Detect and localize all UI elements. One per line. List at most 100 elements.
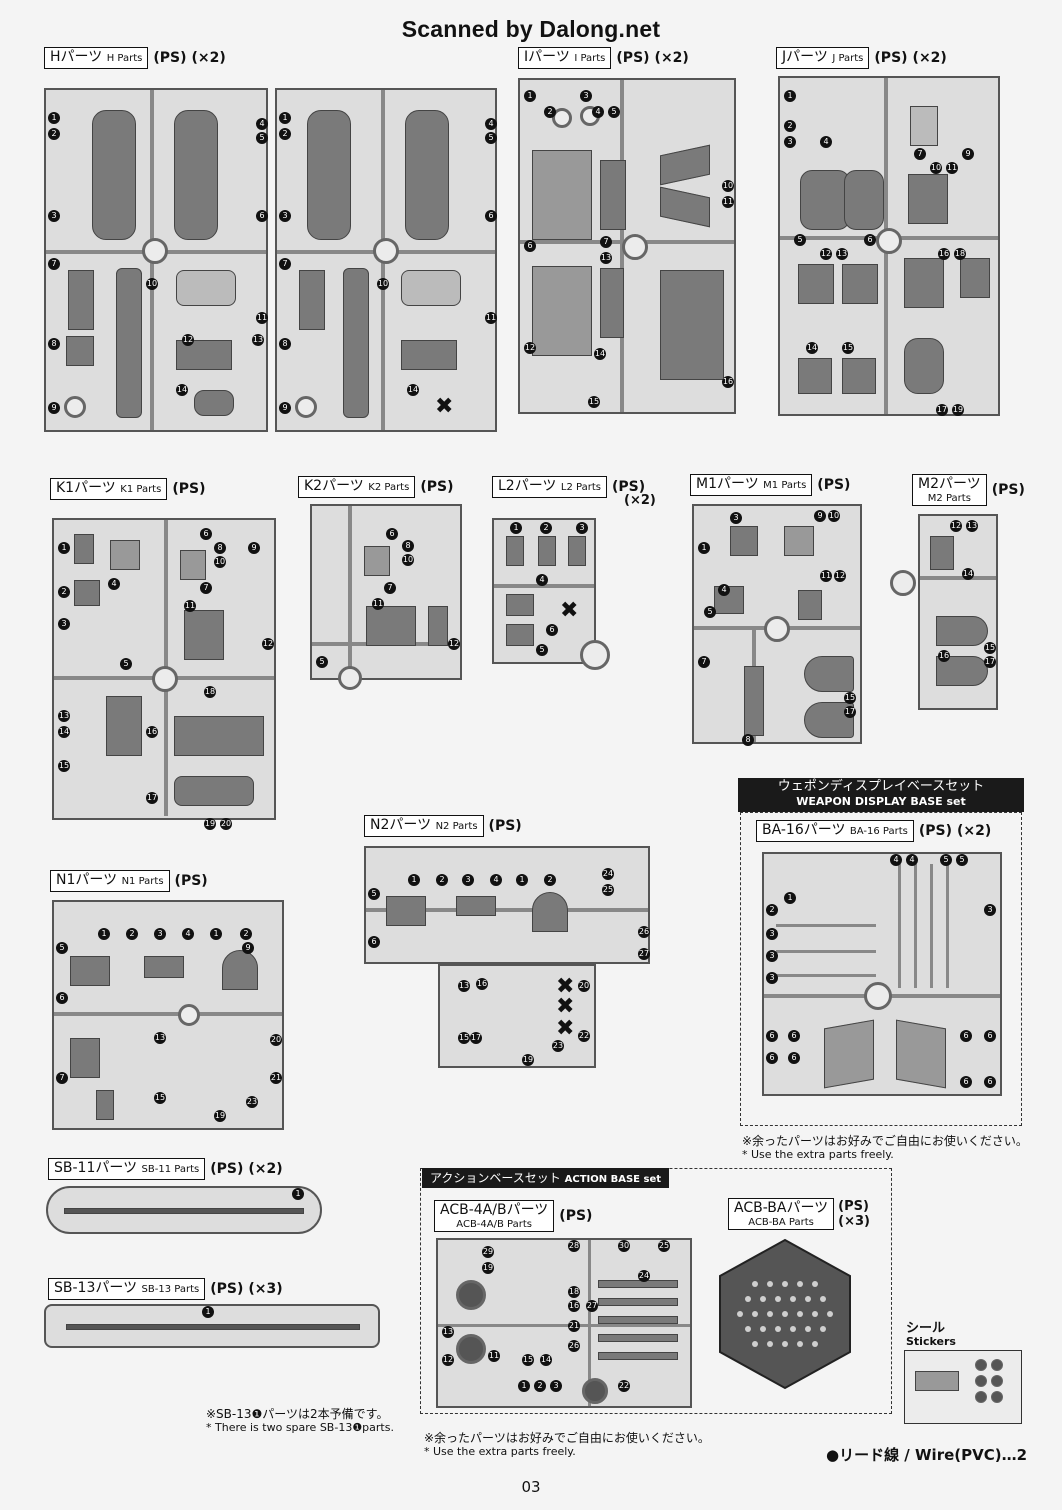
part-number-badge: 3 <box>462 874 474 886</box>
set-label-sb13: SB-13パーツ SB-13 Parts (PS)(×3) <box>48 1278 283 1300</box>
part-number-badge: 21 <box>568 1320 580 1332</box>
set-name-n1: N1パーツ N1 Parts <box>50 870 170 892</box>
part-number-badge: 3 <box>48 210 60 222</box>
runner-part <box>116 268 142 418</box>
set-label-k1: K1パーツ K1 Parts (PS) <box>50 478 205 500</box>
runner-part <box>798 358 832 394</box>
part-number-badge: 18 <box>204 686 216 698</box>
set-name-l2: L2パーツ L2 Parts <box>492 476 607 498</box>
part-number-badge: 2 <box>48 128 60 140</box>
part-number-badge: 1 <box>98 928 110 940</box>
part-number-badge: 3 <box>984 904 996 916</box>
runner-part <box>66 1324 360 1330</box>
part-number-badge: 4 <box>182 928 194 940</box>
part-number-badge: 15 <box>984 642 996 654</box>
runner-ring <box>975 1375 987 1387</box>
part-number-badge: 14 <box>407 384 419 396</box>
cross-mark-icon: ✖ <box>556 974 575 999</box>
part-number-badge: 9 <box>279 402 291 414</box>
part-number-badge: 21 <box>270 1072 282 1084</box>
part-number-badge: 10 <box>377 278 389 290</box>
runner-part <box>842 358 876 394</box>
part-number-badge: 12 <box>524 342 536 354</box>
runner-part <box>598 1316 678 1324</box>
part-number-badge: 12 <box>442 1354 454 1366</box>
runner-part <box>660 186 710 228</box>
part-number-badge: 5 <box>608 106 620 118</box>
part-number-badge: 4 <box>485 118 497 130</box>
part-number-badge: 19 <box>952 404 964 416</box>
part-number-badge: 3 <box>784 136 796 148</box>
runner-part <box>386 896 426 926</box>
runner-part <box>194 390 234 416</box>
part-number-badge: 25 <box>602 884 614 896</box>
part-number-badge: 12 <box>448 638 460 650</box>
runner-part <box>936 616 988 646</box>
part-number-badge: 6 <box>984 1030 996 1042</box>
part-number-badge: 4 <box>890 854 902 866</box>
runner-ring <box>552 108 572 128</box>
runner-part <box>366 606 416 646</box>
part-number-badge: 6 <box>766 1030 778 1042</box>
part-number-badge: 5 <box>794 234 806 246</box>
runner-ring <box>582 1378 608 1404</box>
part-number-badge: 26 <box>568 1340 580 1352</box>
part-number-badge: 7 <box>56 1072 68 1084</box>
runner-ring <box>64 396 86 418</box>
runner-frame-bar <box>776 974 876 977</box>
runner-frame-bar <box>776 950 876 953</box>
runner-part <box>568 536 586 566</box>
part-number-badge: 4 <box>490 874 502 886</box>
part-number-badge: 8 <box>48 338 60 350</box>
runner-ring <box>975 1359 987 1371</box>
runner-ring <box>864 982 892 1010</box>
part-number-badge: 6 <box>960 1030 972 1042</box>
set-name-j: Jパーツ J Parts <box>776 47 870 69</box>
part-number-badge: 5 <box>368 888 380 900</box>
part-number-badge: 1 <box>784 892 796 904</box>
part-number-badge: 6 <box>788 1052 800 1064</box>
part-number-badge: 7 <box>384 582 396 594</box>
runner-gate-ring <box>890 570 916 596</box>
part-number-badge: 8 <box>742 734 754 746</box>
part-number-badge: 20 <box>220 818 232 830</box>
runner-part <box>824 1019 874 1089</box>
part-number-badge: 4 <box>718 584 730 596</box>
part-number-badge: 24 <box>602 868 614 880</box>
runner-part <box>106 696 142 756</box>
runner-part <box>405 110 449 240</box>
runner-ring <box>991 1359 1003 1371</box>
runner-sb13: 1 <box>44 1304 380 1348</box>
runner-part <box>798 590 822 620</box>
part-number-badge: 17 <box>936 404 948 416</box>
runner-frame-bar <box>914 864 917 988</box>
part-number-badge: 20 <box>578 980 590 992</box>
runner-part <box>798 264 834 304</box>
runner-frame-bar <box>588 1240 591 1406</box>
runner-ring <box>991 1391 1003 1403</box>
runner-part <box>401 270 461 306</box>
part-number-badge: 11 <box>372 598 384 610</box>
part-number-badge: 16 <box>476 978 488 990</box>
part-number-badge: 13 <box>442 1326 454 1338</box>
part-number-badge: 3 <box>580 90 592 102</box>
runner-part <box>600 160 626 230</box>
part-number-badge: 15 <box>458 1032 470 1044</box>
part-number-badge: 19 <box>522 1054 534 1066</box>
part-number-badge: 2 <box>534 1380 546 1392</box>
part-number-badge: 23 <box>246 1096 258 1108</box>
part-number-badge: 16 <box>938 650 950 662</box>
runner-part <box>92 110 136 240</box>
part-number-badge: 3 <box>58 618 70 630</box>
runner-part <box>222 950 258 990</box>
part-number-badge: 2 <box>544 874 556 886</box>
part-number-badge: 9 <box>962 148 974 160</box>
part-number-badge: 2 <box>126 928 138 940</box>
part-number-badge: 14 <box>962 568 974 580</box>
